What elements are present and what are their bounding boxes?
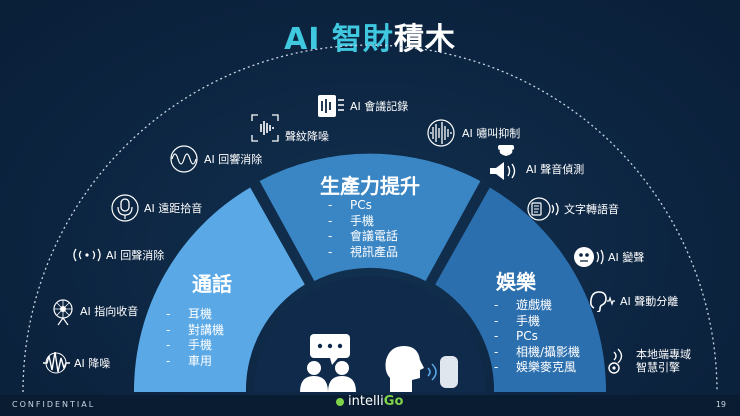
howling-suppress-icon <box>427 119 455 147</box>
brand-dot-icon <box>336 397 344 406</box>
confidential-label: CONFIDENTIAL <box>12 400 96 409</box>
brand-suffix: Go <box>383 394 404 409</box>
segment-call-title: 通話 <box>192 272 232 296</box>
list-item: 手機 <box>166 338 224 354</box>
feature-label: AI 變聲 <box>608 250 645 264</box>
feature-ai-sound-detection: AI 聲音偵測 <box>488 144 584 184</box>
list-item: 對講機 <box>166 323 224 339</box>
feature-ai-echo-cancellation: AI 回聲消除 <box>72 245 164 265</box>
feature-text-to-speech: 文字轉語音 <box>526 196 619 222</box>
slide-title: AI 智財積木 <box>0 14 740 58</box>
voiceprint-frame-icon <box>251 114 279 142</box>
page-number: 19 <box>715 400 726 409</box>
voice-assistant-icon <box>385 346 458 392</box>
feature-ai-meeting-record: AI 會議記錄 <box>316 92 408 120</box>
feature-label: AI 聲音偵測 <box>526 162 585 176</box>
brand-prefix: intelli <box>348 394 384 409</box>
meeting-record-icon <box>318 95 344 117</box>
directional-beam-icon <box>53 299 73 326</box>
feature-ai-directional-pickup: AI 指向收音 <box>50 296 138 326</box>
feature-label: AI 聲動分離 <box>620 294 679 308</box>
far-field-mic-icon <box>111 194 139 222</box>
feature-voiceprint-denoise <box>250 113 284 143</box>
feature-ai-reverb-removal: AI 回響消除 <box>168 144 262 174</box>
conversation-icon <box>300 334 356 392</box>
segment-productivity-title: 生產力提升 <box>320 174 420 198</box>
feature-label: AI 會議記錄 <box>350 99 409 113</box>
feature-label: 本地端專域 智慧引擎 <box>636 348 691 374</box>
feature-label: AI 回聲消除 <box>106 248 165 262</box>
segment-call-list: 耳機 對講機 手機 車用 <box>166 307 224 369</box>
list-item: PCs <box>494 329 580 345</box>
list-item: 手機 <box>494 314 580 330</box>
feature-ai-noise-reduction: AI 降噪 <box>42 352 110 374</box>
list-item: 會議電話 <box>328 229 398 245</box>
local-engine-icon <box>608 348 623 374</box>
list-item: 耳機 <box>166 307 224 323</box>
text-to-speech-icon <box>527 197 559 221</box>
outer-dotted-arc <box>22 44 718 393</box>
feature-voiceprint-label: 聲紋降噪 <box>285 130 329 143</box>
feature-ai-sound-separation: AI 聲動分離 <box>588 290 678 312</box>
feature-label: 聲紋降噪 <box>285 130 329 143</box>
title-blocks: 積木 <box>393 22 456 57</box>
feature-ai-far-field-pickup: AI 遠距拾音 <box>110 193 202 223</box>
list-item: PCs <box>328 198 398 214</box>
ear-separation-icon <box>590 291 615 312</box>
feature-ai-voice-changer: AI 變聲 <box>572 244 644 270</box>
list-item: 視訊產品 <box>328 245 398 261</box>
alarm-speaker-icon <box>490 145 516 180</box>
feature-local-engine: 本地端專域 智慧引擎 <box>606 346 691 376</box>
segment-entertainment-list: 遊戲機 手機 PCs 相機/攝影機 娛樂麥克風 <box>494 298 580 376</box>
segment-entertainment-title: 娛樂 <box>496 270 536 294</box>
feature-label: AI 指向收音 <box>80 304 139 318</box>
feature-label: AI 回響消除 <box>204 152 263 166</box>
feature-label: AI 嘯叫抑制 <box>462 126 521 140</box>
feature-label: AI 遠距拾音 <box>144 201 203 215</box>
reverb-circle-icon <box>170 145 198 173</box>
title-ai: AI <box>284 22 332 57</box>
list-item: 遊戲機 <box>494 298 580 314</box>
feature-label: 文字轉語音 <box>564 202 619 216</box>
footer-bar <box>0 395 740 416</box>
title-ip: 智財 <box>331 22 394 57</box>
segment-productivity-list: PCs 手機 會議電話 視訊產品 <box>328 198 398 260</box>
echo-waves-icon <box>73 248 101 262</box>
list-item: 手機 <box>328 214 398 230</box>
noise-wave-icon <box>43 352 70 374</box>
robot-voice-icon <box>574 247 604 267</box>
list-item: 相機/攝影機 <box>494 345 580 361</box>
feature-label: AI 降噪 <box>74 356 111 370</box>
list-item: 車用 <box>166 354 224 370</box>
list-item: 娛樂麥克風 <box>494 360 580 376</box>
feature-ai-howling-suppress: AI 嘯叫抑制 <box>424 118 520 148</box>
